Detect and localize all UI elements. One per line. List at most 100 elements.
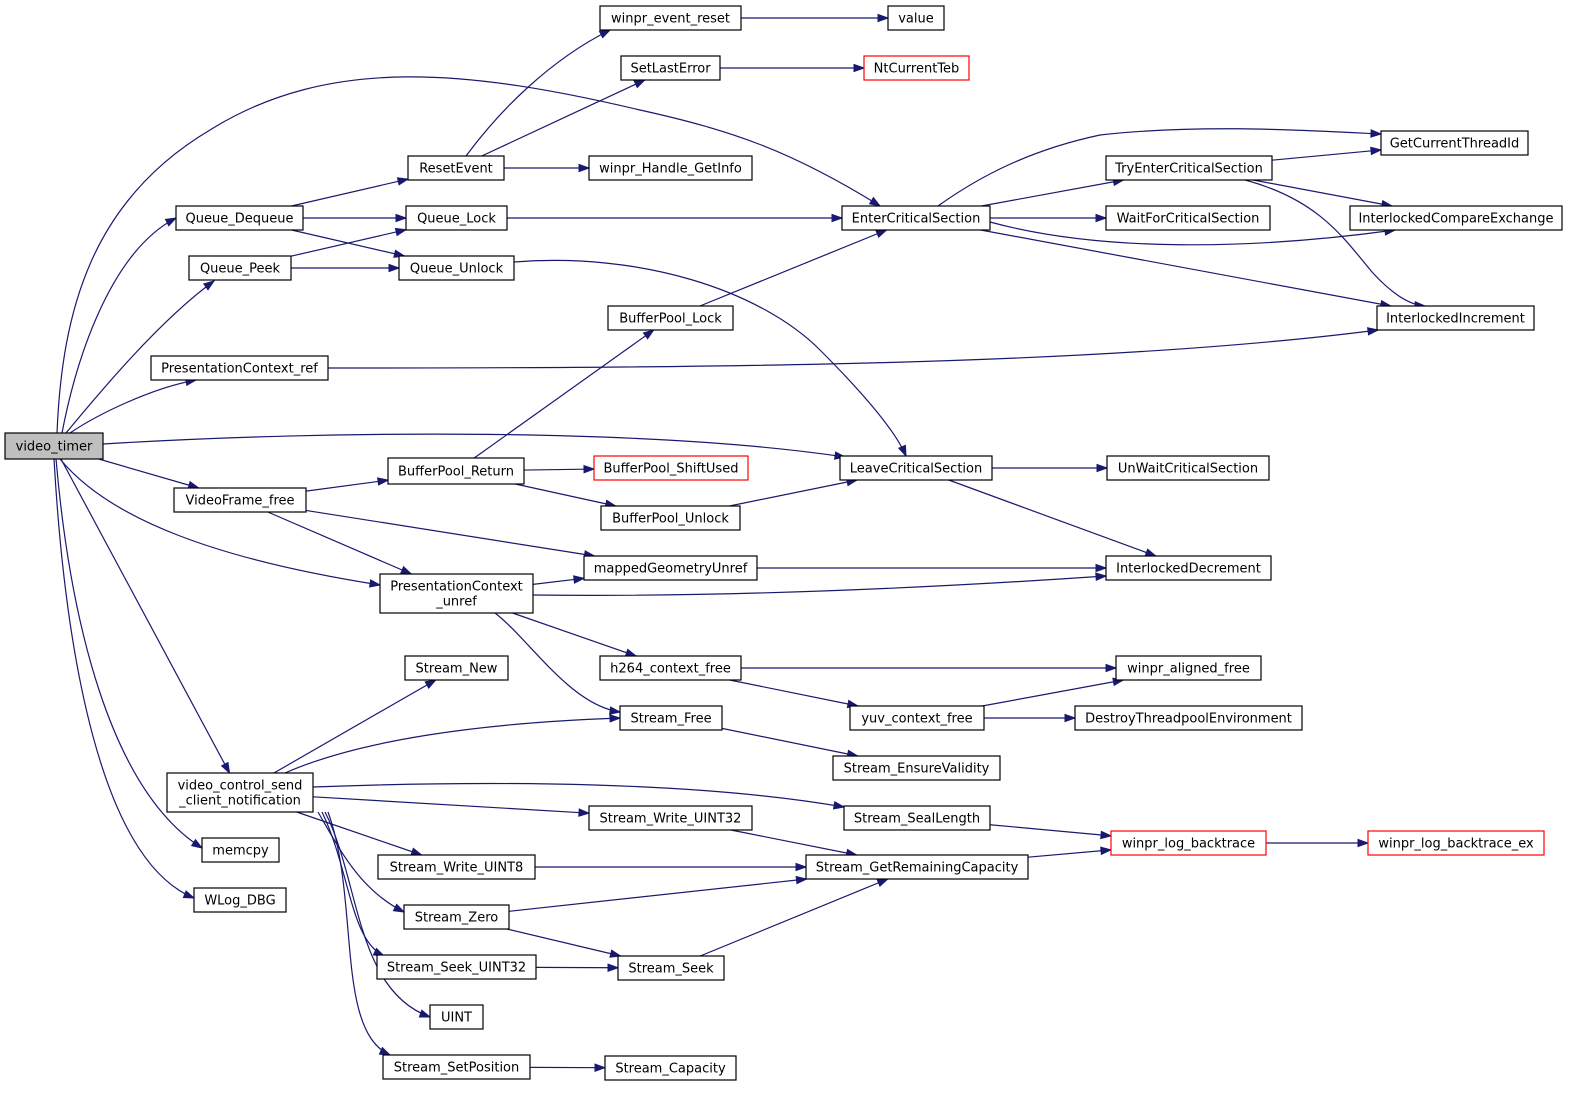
node-stream-seek-uint32[interactable]: Stream_Seek_UINT32 (376, 954, 537, 980)
node-label: WLog_DBG (204, 894, 275, 909)
node-unwaitcriticalsection[interactable]: UnWaitCriticalSection (1106, 455, 1270, 481)
node-stream-getremainingcapacity[interactable]: Stream_GetRemainingCapacity (805, 854, 1029, 880)
node-label: VideoFrame_free (185, 494, 294, 509)
node-box (193, 887, 287, 913)
node-label: InterlockedIncrement (1386, 312, 1525, 327)
arrow-head-icon (633, 79, 647, 89)
node-winpr-aligned-free[interactable]: winpr_aligned_free (1115, 655, 1262, 681)
node-stream-capacity[interactable]: Stream_Capacity (604, 1055, 737, 1081)
node-h264-context-free[interactable]: h264_context_free (599, 655, 742, 681)
edge-line (317, 811, 405, 913)
call-edge (981, 177, 1125, 207)
node-stream-free[interactable]: Stream_Free (619, 705, 723, 731)
edge-line (284, 717, 621, 774)
call-edge (273, 679, 437, 774)
edge-line (1027, 849, 1112, 858)
node-resetevent[interactable]: ResetEvent (407, 155, 505, 181)
node-label: Stream_Write_UINT8 (390, 861, 524, 876)
call-edge (1244, 179, 1427, 310)
call-edge (948, 479, 1158, 557)
node-destroythreadpoolenvironment[interactable]: DestroyThreadpoolEnvironment (1074, 705, 1303, 731)
arrow-head-icon (399, 565, 413, 575)
node-stream-zero[interactable]: Stream_Zero (403, 904, 510, 930)
edge-line (53, 458, 195, 899)
node-ntcurrentteb[interactable]: NtCurrentTeb (863, 55, 970, 81)
node-bufferpool-return[interactable]: BufferPool_Return (387, 457, 525, 485)
edge-line (102, 433, 846, 458)
node-queue-dequeue[interactable]: Queue_Dequeue (175, 205, 304, 231)
node-presentationcontext-unref[interactable]: PresentationContext_unref (379, 573, 534, 614)
node-box (4, 432, 104, 460)
node-box (832, 755, 1001, 781)
call-edge (992, 463, 1109, 473)
node-bufferpool-unlock[interactable]: BufferPool_Unlock (600, 505, 741, 531)
node-memcpy[interactable]: memcpy (201, 837, 280, 863)
node-yuv-context-free[interactable]: yuv_context_free (849, 705, 985, 731)
node-box (843, 805, 991, 831)
node-label: TryEnterCriticalSection (1114, 162, 1263, 177)
node-box (1110, 830, 1267, 856)
node-label: Queue_Peek (200, 262, 281, 277)
arrow-head-icon (1096, 463, 1109, 473)
node-entercriticalsection[interactable]: EnterCriticalSection (841, 205, 991, 231)
node-uint[interactable]: UINT (429, 1004, 484, 1030)
node-stream-setposition[interactable]: Stream_SetPosition (382, 1054, 531, 1080)
node-tryentercriticalsection[interactable]: TryEnterCriticalSection (1105, 155, 1273, 181)
node-stream-write-uint8[interactable]: Stream_Write_UINT8 (377, 854, 536, 880)
arrow-head-icon (1105, 663, 1118, 673)
node-leavecriticalsection[interactable]: LeaveCriticalSection (839, 455, 993, 481)
arrow-head-icon (831, 213, 844, 223)
call-edge (513, 259, 907, 458)
node-label: InterlockedDecrement (1116, 562, 1261, 577)
node-getcurrentthreadid[interactable]: GetCurrentThreadId (1380, 130, 1529, 156)
node-stream-seek[interactable]: Stream_Seek (617, 955, 725, 981)
node-setlasterror[interactable]: SetLastError (620, 55, 721, 81)
node-video-control-send-client-notification[interactable]: video_control_send_client_notification (166, 772, 314, 813)
node-waitforcriticalsection[interactable]: WaitForCriticalSection (1105, 205, 1271, 231)
node-label: SetLastError (630, 62, 711, 77)
call-edge (56, 76, 882, 434)
node-bufferpool-shiftused[interactable]: BufferPool_ShiftUsed (593, 455, 749, 481)
node-winpr-log-backtrace[interactable]: winpr_log_backtrace (1110, 830, 1267, 856)
node-videoframe-free[interactable]: VideoFrame_free (173, 487, 307, 513)
call-edge (267, 511, 413, 575)
call-edge (65, 280, 216, 434)
node-box (1115, 655, 1262, 681)
call-edge (757, 563, 1108, 573)
edge-line (523, 468, 595, 471)
node-video-timer[interactable]: video_timer (4, 432, 104, 460)
node-box (379, 573, 534, 614)
node-winpr-event-reset[interactable]: winpr_event_reset (599, 5, 742, 31)
node-box (839, 455, 993, 481)
node-stream-write-uint32[interactable]: Stream_Write_UINT32 (588, 805, 753, 831)
arrow-head-icon (795, 875, 808, 885)
call-edge (984, 713, 1077, 723)
node-interlockedincrement[interactable]: InterlockedIncrement (1376, 305, 1535, 331)
node-interlockedcompareexchange[interactable]: InterlockedCompareExchange (1349, 205, 1563, 231)
node-box (887, 5, 945, 31)
node-queue-peek[interactable]: Queue_Peek (188, 255, 292, 281)
call-edge (980, 229, 1393, 309)
node-winpr-log-backtrace-ex[interactable]: winpr_log_backtrace_ex (1367, 830, 1545, 856)
call-edge (504, 163, 591, 173)
node-box (1380, 130, 1529, 156)
node-winpr-handle-getinfo[interactable]: winpr_Handle_GetInfo (588, 155, 753, 181)
edge-line (267, 511, 412, 575)
node-interlockeddecrement[interactable]: InterlockedDecrement (1105, 555, 1272, 581)
node-box (429, 1004, 484, 1030)
edge-line (1271, 149, 1382, 161)
node-label: Stream_SealLength (854, 812, 980, 827)
node-queue-lock[interactable]: Queue_Lock (405, 205, 508, 231)
node-label: winpr_log_backtrace (1122, 837, 1255, 852)
arrow-head-icon (220, 761, 231, 775)
node-stream-ensurevalidity[interactable]: Stream_EnsureValidity (832, 755, 1001, 781)
node-value[interactable]: value (887, 5, 945, 31)
node-wlog-dbg[interactable]: WLog_DBG (193, 887, 287, 913)
node-mappedgeometryunref[interactable]: mappedGeometryUnref (583, 555, 758, 581)
node-queue-unlock[interactable]: Queue_Unlock (398, 255, 515, 281)
node-stream-seallength[interactable]: Stream_SealLength (843, 805, 991, 831)
node-bufferpool-lock[interactable]: BufferPool_Lock (607, 305, 734, 331)
node-presentationcontext-ref[interactable]: PresentationContext_ref (150, 355, 329, 381)
node-stream-new[interactable]: Stream_New (404, 655, 509, 681)
